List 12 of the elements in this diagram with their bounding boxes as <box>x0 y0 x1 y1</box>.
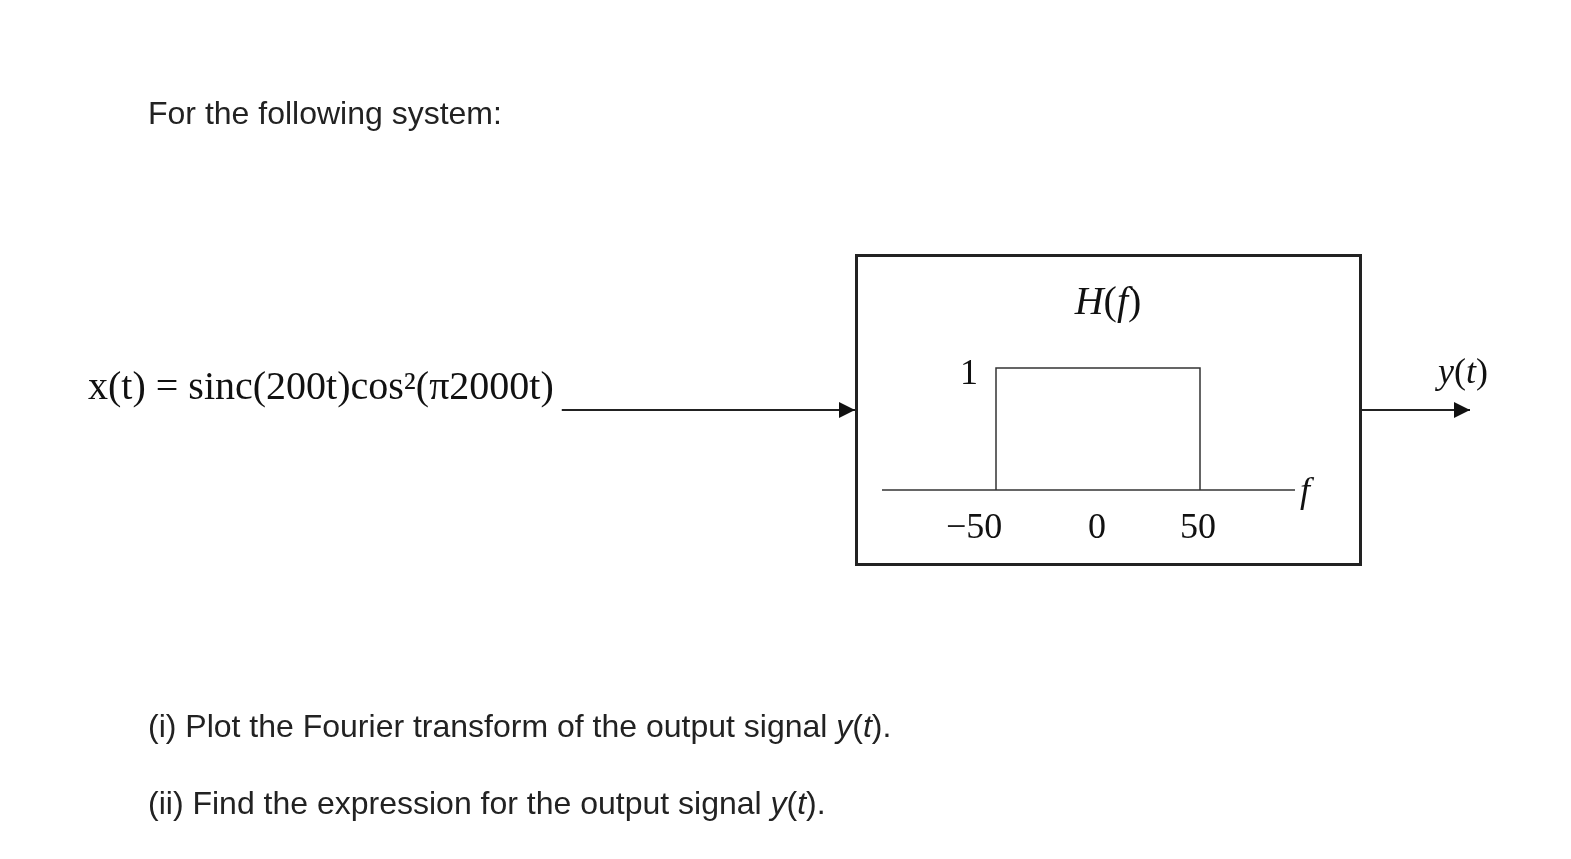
arrow <box>1361 402 1471 418</box>
input-signal-formula: x(t) = sinc(200t)cos²(π2000t) <box>88 362 554 409</box>
axis-tick-label: 50 <box>1180 505 1216 547</box>
axis-tick-label: 1 <box>960 351 978 393</box>
question-text: (ii) Find the expression for the output signal y(t). <box>148 785 826 822</box>
filter-block <box>855 254 1362 566</box>
axis-tick-label: 0 <box>1088 505 1106 547</box>
arrow <box>560 402 856 418</box>
problem-statement: For the following system: <box>148 95 502 132</box>
question-text: (i) Plot the Fourier transform of the output signal y(t). <box>148 708 892 745</box>
axis-tick-label: −50 <box>946 505 1003 547</box>
transfer-function-title: H(f) <box>1074 278 1142 323</box>
